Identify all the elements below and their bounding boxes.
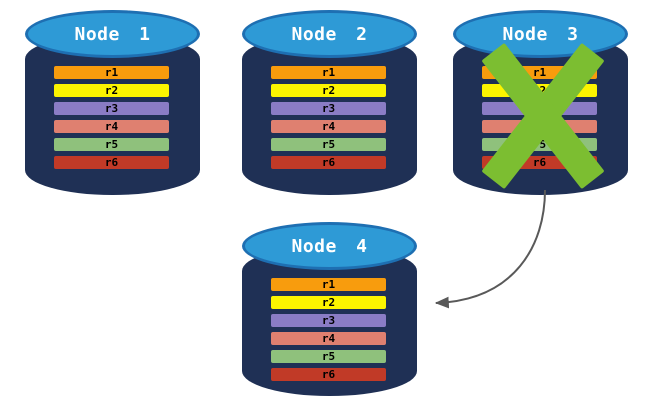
record-r5: r5 — [54, 138, 169, 151]
node-1: Node 1 r1 r2 r3 r4 r5 r6 — [25, 10, 200, 195]
node-3-label: Node 3 — [502, 23, 579, 45]
node-4: Node 4 r1 r2 r3 r4 r5 r6 — [242, 222, 417, 396]
node-2-cylinder-top: Node 2 — [242, 10, 417, 58]
node-1-label: Node 1 — [74, 23, 151, 45]
record-r5: r5 — [271, 350, 386, 363]
record-r4: r4 — [271, 120, 386, 133]
arrow-curve — [434, 189, 546, 309]
node-1-records: r1 r2 r3 r4 r5 r6 — [54, 66, 169, 169]
record-r3: r3 — [271, 102, 386, 115]
record-r6: r6 — [271, 368, 386, 381]
record-r2: r2 — [54, 84, 169, 97]
record-r2: r2 — [271, 296, 386, 309]
record-r6: r6 — [271, 156, 386, 169]
node-2-label: Node 2 — [291, 23, 368, 45]
node-4-label: Node 4 — [291, 235, 368, 257]
node-2: Node 2 r1 r2 r3 r4 r5 r6 — [242, 10, 417, 195]
record-r3: r3 — [271, 314, 386, 327]
node-4-records: r1 r2 r3 r4 r5 r6 — [271, 278, 386, 381]
record-r4: r4 — [54, 120, 169, 133]
record-r3: r3 — [54, 102, 169, 115]
record-r1: r1 — [54, 66, 169, 79]
record-r1: r1 — [271, 66, 386, 79]
record-r2: r2 — [271, 84, 386, 97]
record-r6: r6 — [54, 156, 169, 169]
record-r4: r4 — [271, 332, 386, 345]
node-4-cylinder-top: Node 4 — [242, 222, 417, 270]
record-r5: r5 — [271, 138, 386, 151]
node-2-records: r1 r2 r3 r4 r5 r6 — [271, 66, 386, 169]
record-r1: r1 — [271, 278, 386, 291]
node-3: Node 3 r1 r2 r3 r4 r5 r6 — [453, 10, 628, 195]
node-1-cylinder-top: Node 1 — [25, 10, 200, 58]
failure-x-icon — [493, 51, 593, 180]
